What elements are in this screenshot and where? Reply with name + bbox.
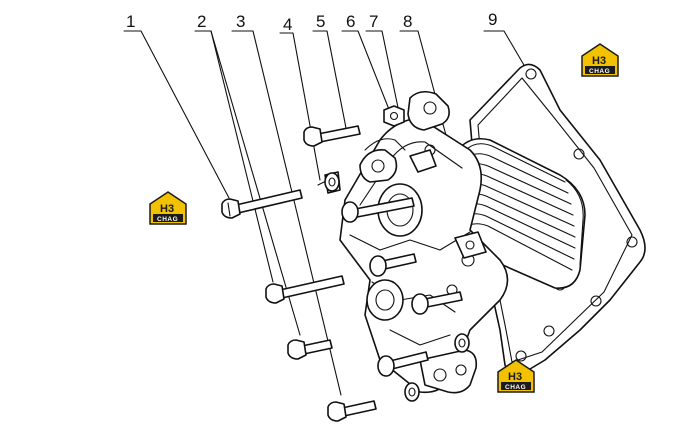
stud-bottom bbox=[377, 351, 429, 377]
callout-labels: 1 2 3 4 5 6 7 8 9 bbox=[126, 10, 497, 34]
logo-sub-text: CHAG bbox=[505, 384, 526, 391]
stud-lower bbox=[411, 291, 463, 315]
bolt-long-2 bbox=[265, 275, 345, 304]
callout-3: 3 bbox=[236, 12, 245, 31]
watermark-logo-2: H3 CHAG bbox=[149, 191, 187, 225]
logo-brand-text: H3 bbox=[508, 371, 522, 383]
callout-6: 6 bbox=[346, 12, 355, 31]
bolt-bottom bbox=[327, 400, 377, 422]
filter-housing bbox=[339, 90, 509, 394]
nut bbox=[383, 105, 405, 127]
logo-sub-text: CHAG bbox=[157, 216, 178, 223]
bolt-short-3 bbox=[287, 339, 333, 360]
logo-sub-text: CHAG bbox=[589, 68, 610, 75]
bolts bbox=[221, 125, 463, 422]
leader-lines bbox=[123, 30, 529, 396]
washers bbox=[324, 172, 470, 402]
callout-7: 7 bbox=[369, 12, 378, 31]
callout-8: 8 bbox=[403, 12, 412, 31]
callout-4: 4 bbox=[283, 15, 292, 34]
bolt-long-1 bbox=[221, 189, 303, 219]
callout-5: 5 bbox=[316, 12, 325, 31]
stud-upper bbox=[341, 197, 415, 223]
watermark-logo-1: H3 CHAG bbox=[581, 43, 619, 77]
watermark-logo-3: H3 CHAG bbox=[497, 359, 535, 393]
callout-9: 9 bbox=[488, 10, 497, 29]
stud-mid bbox=[369, 253, 417, 277]
logo-brand-text: H3 bbox=[592, 55, 606, 67]
callout-1: 1 bbox=[126, 12, 135, 31]
bolt-top bbox=[303, 125, 361, 147]
logo-brand-text: H3 bbox=[160, 203, 174, 215]
callout-2: 2 bbox=[197, 12, 206, 31]
